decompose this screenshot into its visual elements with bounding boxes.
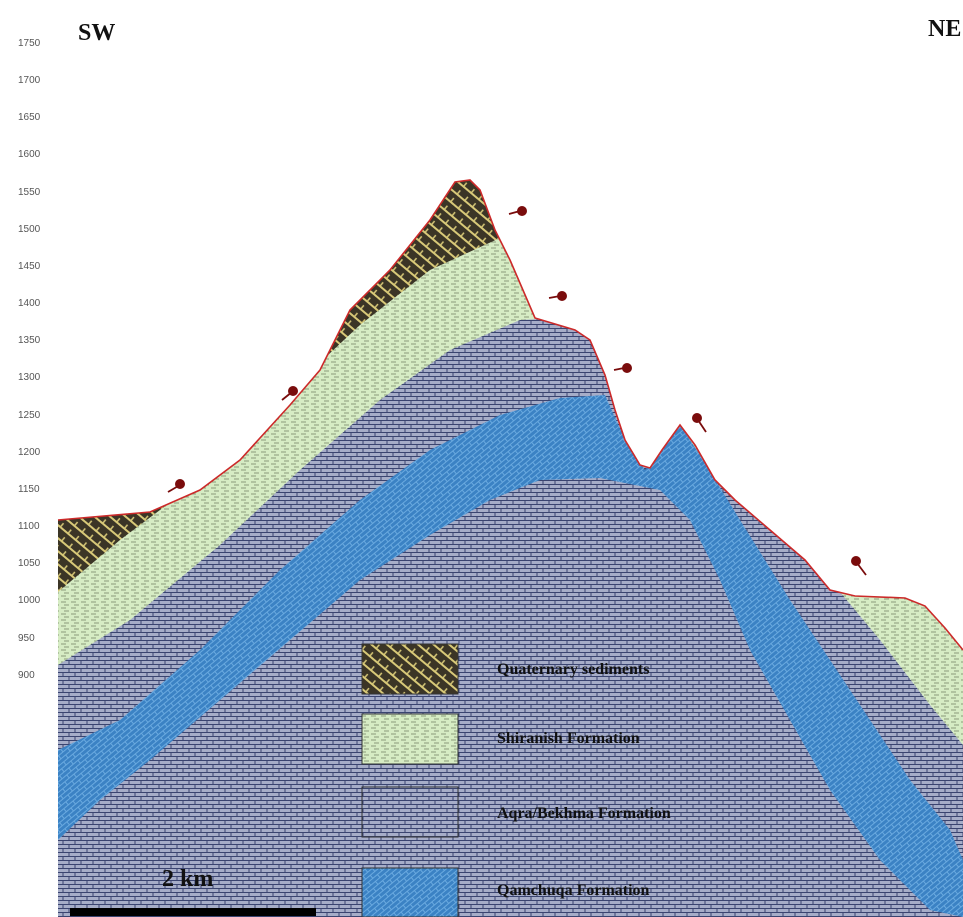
legend-label-aqra: Aqra/Bekhma Formation [497, 805, 671, 822]
elevation-tick: 1650 [18, 112, 41, 123]
elevation-tick: 1550 [18, 187, 41, 198]
elevation-axis: 1750 1700 1650 1600 1550 1500 1450 1400 … [18, 38, 41, 681]
legend-swatch-qamchuqa [361, 867, 459, 917]
elevation-tick: 1700 [18, 75, 41, 86]
legend-swatch-aqra [361, 786, 459, 838]
elevation-tick: 1450 [18, 261, 41, 272]
dip-symbol-icon [851, 556, 867, 576]
direction-label-sw: SW [78, 20, 115, 46]
legend-swatch-quaternary [361, 643, 459, 695]
dip-symbols [167, 206, 867, 576]
dip-symbol-icon [508, 206, 527, 216]
layer-aqra [58, 318, 963, 917]
elevation-tick: 1150 [18, 484, 40, 495]
topographic-surface [57, 179, 963, 651]
dip-symbol-icon [548, 291, 567, 301]
layer-qamchuqa [58, 395, 963, 917]
elevation-tick: 1300 [18, 372, 41, 383]
dip-symbol-icon [692, 413, 707, 433]
dip-symbol-icon [613, 363, 632, 373]
elevation-tick: 1250 [18, 410, 41, 421]
legend-label-qamchuqa: Qamchuqa Formation [497, 882, 650, 899]
elevation-tick: 1400 [18, 298, 41, 309]
direction-label-ne: NE [928, 16, 961, 42]
legend-swatch-shiranish [361, 713, 459, 765]
elevation-tick: 900 [18, 670, 35, 681]
elevation-tick: 1200 [18, 447, 41, 458]
scale-bar: 2 km [70, 866, 316, 916]
legend-label-quaternary: Quaternary sediments [497, 661, 649, 678]
legend: Quaternary sediments Shiranish Formation… [361, 643, 671, 917]
elevation-tick: 1000 [18, 595, 41, 606]
elevation-tick: 1350 [18, 335, 41, 346]
elevation-tick: 1100 [18, 521, 40, 532]
scale-bar-label: 2 km [162, 866, 213, 892]
elevation-tick: 1050 [18, 558, 41, 569]
elevation-tick: 1750 [18, 38, 41, 49]
elevation-tick: 950 [18, 633, 35, 644]
legend-label-shiranish: Shiranish Formation [497, 730, 640, 747]
scale-bar-line [70, 908, 316, 916]
dip-symbol-icon [167, 479, 185, 493]
elevation-tick: 1500 [18, 224, 41, 235]
dip-symbol-icon [281, 386, 298, 401]
elevation-tick: 1600 [18, 149, 41, 160]
